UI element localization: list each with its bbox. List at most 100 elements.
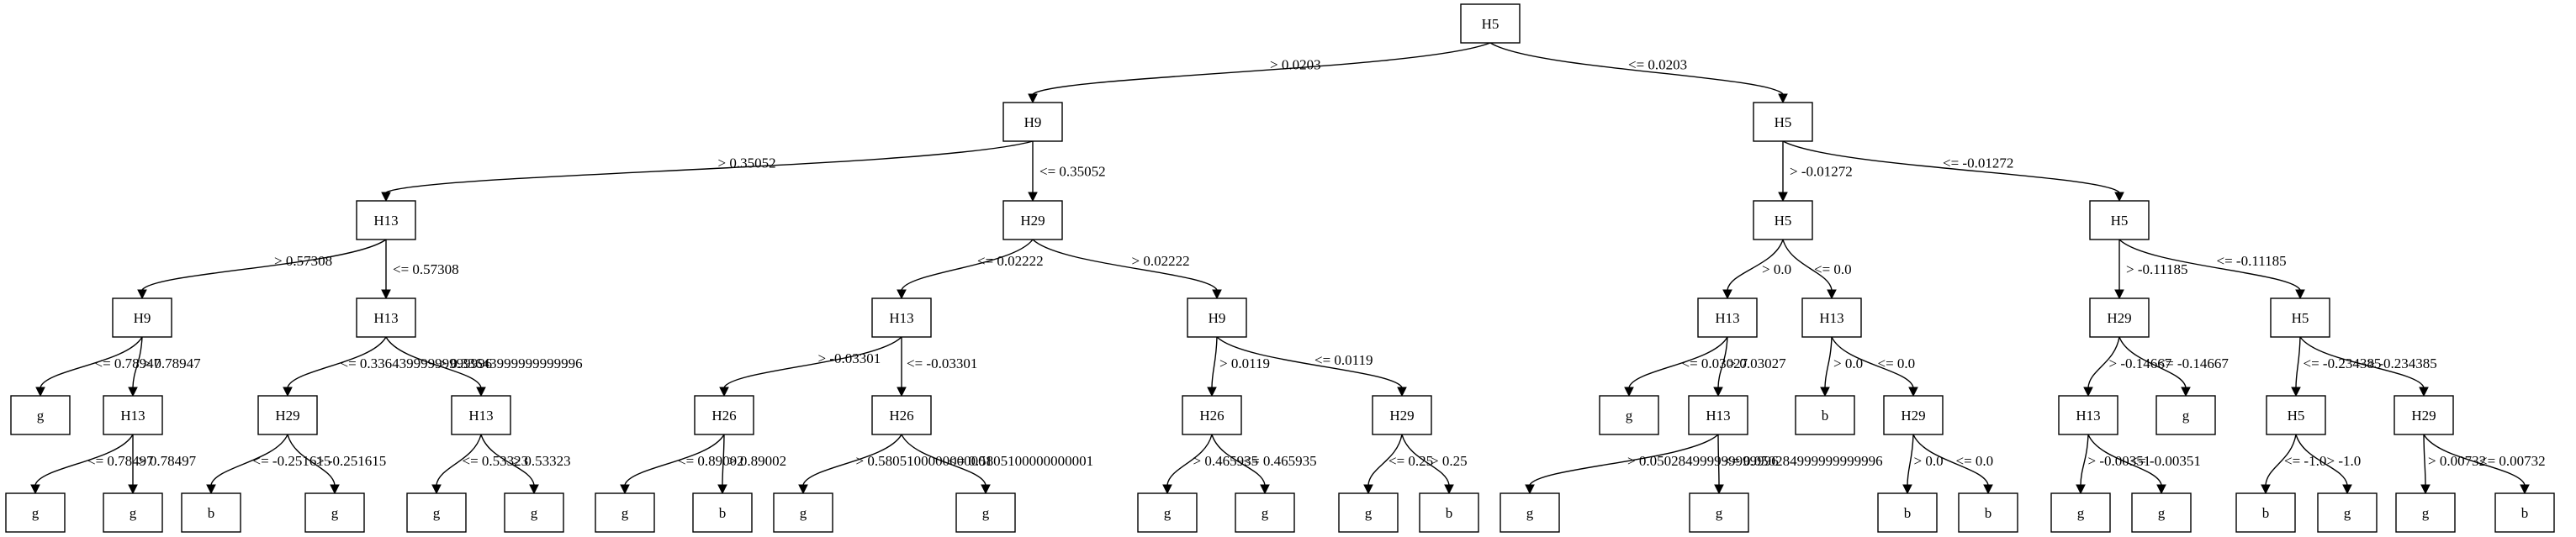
- edge-label: <= 0.33643999999999996: [341, 355, 493, 371]
- edge-n13-n28: <= -0.14667: [2118, 336, 2229, 397]
- edge-label: > 0.0: [1762, 261, 1791, 277]
- node-label: H26: [889, 408, 913, 424]
- edge-arrowhead: [1983, 484, 1993, 495]
- node-box: [504, 492, 564, 533]
- node-n16: H13: [103, 395, 163, 435]
- edge-n17-n33: <= -0.251615: [206, 434, 331, 495]
- node-box: [304, 492, 365, 533]
- node-n32: g: [103, 492, 163, 533]
- edge-label: <= 0.78947: [95, 355, 161, 371]
- node-label: b: [2521, 505, 2529, 521]
- node-box: [1235, 492, 1295, 533]
- node-box: [1002, 102, 1063, 142]
- edge-arrowhead: [1212, 289, 1222, 300]
- edge-label: <= 0.00732: [2479, 453, 2546, 469]
- edge-label: > 0.25: [1431, 453, 1468, 469]
- edge-arrowhead: [330, 484, 340, 495]
- edge-line: [385, 336, 482, 388]
- edge-line: [2087, 336, 2120, 388]
- node-box: [103, 492, 163, 533]
- node-label: g: [800, 505, 807, 521]
- node-box: [356, 297, 416, 338]
- node-box: [2089, 200, 2150, 240]
- edges-layer: > 0.0203<= 0.0203> 0.35052<= 0.35052> -0…: [30, 42, 2546, 495]
- edge-n4-n9: <= 0.02222: [897, 239, 1044, 300]
- edge-n1-n4: <= 0.35052: [1028, 140, 1106, 203]
- edge-n12-n26: <= 0.0: [1831, 336, 1918, 397]
- edge-arrowhead: [35, 387, 45, 397]
- node-n45: g: [1500, 492, 1560, 533]
- edge-label: <= 0.0119: [1314, 352, 1373, 368]
- edge-n19-n37: <= 0.89002: [620, 434, 744, 495]
- edge-arrowhead: [2419, 387, 2429, 397]
- edge-label: <= 0.57308: [393, 261, 459, 277]
- edge-arrowhead: [1713, 387, 1723, 397]
- node-box: [871, 395, 932, 435]
- node-n36: g: [504, 492, 564, 533]
- edge-n3-n8: <= 0.57308: [381, 240, 459, 300]
- edge-line: [901, 434, 986, 486]
- edge-n16-n31: <= 0.78497: [30, 434, 154, 495]
- edge-line: [723, 336, 902, 388]
- edge-line: [1367, 434, 1403, 486]
- node-box: [1372, 395, 1432, 435]
- edge-line: [2423, 434, 2526, 486]
- edge-label: <= 0.465935: [1244, 453, 1317, 469]
- edge-n7-n16: > 0.78947: [128, 336, 201, 397]
- edge-label: <= 0.0: [1956, 453, 1994, 469]
- node-label: g: [622, 505, 629, 521]
- node-n51: b: [2235, 492, 2296, 533]
- edge-label: > -0.234385: [2367, 355, 2437, 371]
- node-n22: H29: [1372, 395, 1432, 435]
- edge-line: [480, 434, 535, 486]
- edge-line: [1401, 434, 1450, 486]
- edge-label: <= 0.25: [1389, 453, 1433, 469]
- edge-label: > 0.5805100000000001: [856, 453, 993, 469]
- edge-label: > -0.00351: [2088, 453, 2151, 469]
- edge-line: [2295, 434, 2348, 486]
- node-box: [451, 395, 511, 435]
- edge-n3-n7: > 0.57308: [137, 239, 387, 300]
- node-n21: H26: [1182, 395, 1242, 435]
- edge-n24-n46: <= 0.050284999999999996: [1714, 434, 1883, 495]
- edge-label: <= 0.03027: [1682, 355, 1748, 371]
- edge-line: [2265, 434, 2297, 486]
- edge-label: <= -0.01272: [1943, 155, 2013, 171]
- node-n43: g: [1338, 492, 1399, 533]
- edge-line: [1831, 336, 1914, 388]
- edge-label: > -0.14667: [2109, 355, 2172, 371]
- node-n40: g: [955, 492, 1016, 533]
- node-box: [1689, 492, 1749, 533]
- edge-arrowhead: [1902, 484, 1912, 495]
- node-n47: b: [1877, 492, 1938, 533]
- node-n11: H13: [1697, 297, 1758, 338]
- node-box: [1137, 492, 1198, 533]
- node-n6: H5: [2089, 200, 2150, 240]
- node-label: g: [130, 505, 137, 521]
- edge-arrowhead: [620, 484, 630, 495]
- edge-label: <= 0.89002: [678, 453, 744, 469]
- node-label: g: [1626, 408, 1633, 424]
- edge-arrowhead: [798, 484, 808, 495]
- edge-label: <= 0.050284999999999996: [1724, 453, 1883, 469]
- node-box: [955, 492, 1016, 533]
- node-box: [595, 492, 655, 533]
- edge-n2-n6: <= -0.01272: [1782, 140, 2124, 203]
- edge-line: [722, 434, 725, 486]
- node-box: [692, 492, 753, 533]
- node-box: [2270, 297, 2330, 338]
- edge-line: [2087, 434, 2162, 486]
- node-label: g: [37, 408, 45, 424]
- node-label: H13: [889, 310, 913, 326]
- node-n23: g: [1599, 395, 1659, 435]
- node-box: [10, 395, 71, 435]
- edge-line: [2423, 434, 2426, 486]
- edge-arrowhead: [1778, 192, 1788, 203]
- edge-n9-n19: > -0.03301: [719, 336, 902, 397]
- edge-arrowhead: [2156, 484, 2166, 495]
- node-label: g: [982, 505, 990, 521]
- edge-line: [1211, 434, 1266, 486]
- edge-label: > 0.465935: [1193, 453, 1259, 469]
- node-n54: b: [2494, 492, 2555, 533]
